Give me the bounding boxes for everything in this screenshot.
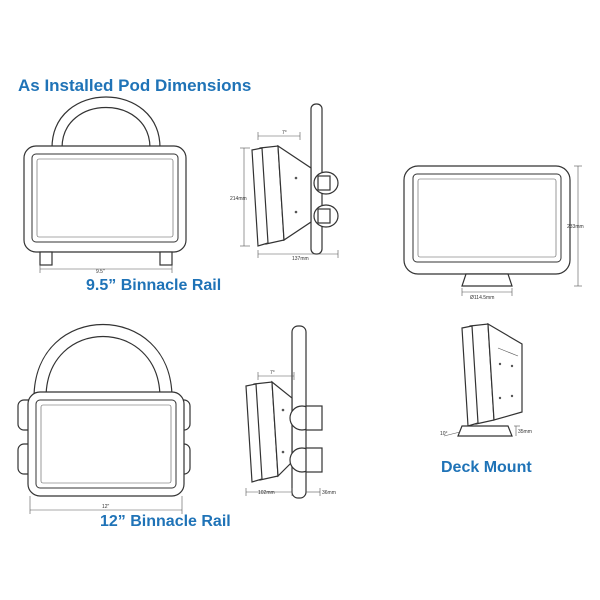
front-12-width-label: 12" [102, 504, 110, 510]
binnacle-12-heading: 12” Binnacle Rail [100, 513, 231, 530]
binnacle-12-side-view: 7° 102mm 36mm [245, 325, 336, 499]
side-95-depth-label: 137mm [292, 256, 309, 262]
binnacle-12-front-view: 12" [17, 324, 191, 514]
binnacle-95-side-view: 7° 214mm 137mm [230, 103, 339, 262]
side-12-rail-label: 36mm [322, 490, 336, 496]
deck-front-base-label: Ø114.5mm [470, 295, 494, 301]
side-12-angle-label: 7° [270, 370, 275, 376]
front-95-width-label: 9.5" [96, 269, 105, 275]
side-95-height-label: 214mm [230, 196, 247, 202]
deck-side-base-label: 35mm [518, 429, 532, 435]
deck-mount-front-view: 233mm Ø114.5mm [403, 165, 584, 301]
deck-front-height-label: 233mm [567, 224, 584, 230]
binnacle-95-front-view: 9.5" [23, 96, 187, 275]
deck-mount-heading: Deck Mount [441, 459, 532, 476]
deck-side-angle-label: 10° [440, 431, 448, 437]
binnacle-95-heading: 9.5” Binnacle Rail [86, 277, 221, 294]
deck-mount-side-view: 10° 35mm [440, 322, 532, 437]
diagram-title: As Installed Pod Dimensions [18, 76, 251, 95]
side-95-angle-label: 7° [282, 130, 287, 136]
side-12-depth-label: 102mm [258, 490, 275, 496]
